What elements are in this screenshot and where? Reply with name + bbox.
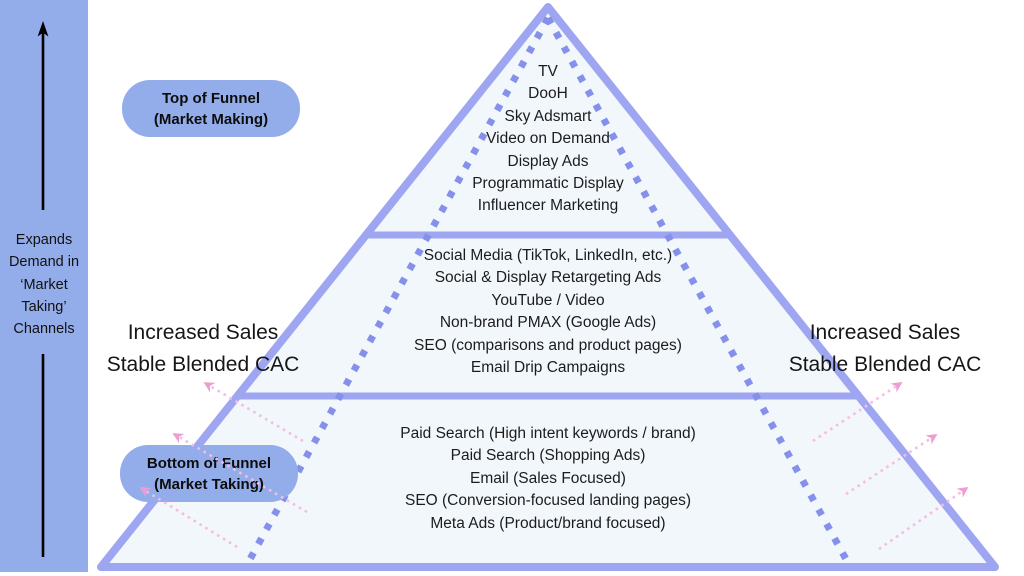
left-note: Increased Sales Stable Blended CAC [107,317,300,381]
sidebar-label-line: Expands [15,232,73,248]
channel-item: TV [538,63,558,80]
channel-item: SEO (Conversion-focused landing pages) [404,492,692,510]
sidebar-arrow-graphic [37,21,49,557]
channel-item: Paid Search (Shopping Ads) [450,447,646,465]
channel-item: Display Ads [507,152,589,170]
note-line: Stable Blended CAC [788,353,982,376]
channel-item: Video on Demand [486,130,610,148]
channel-item: Programmatic Display [472,175,624,193]
pill-line: Bottom of Funnel [146,454,272,472]
pill-line: (Market Taking) [154,475,264,493]
note-line: Increased Sales [127,321,279,344]
top-of-funnel-pill: Top of Funnel (Market Making) [122,80,300,137]
channel-item: YouTube / Video [491,291,605,309]
channel-item: Email Drip Campaigns [470,359,626,377]
sidebar-label-line: Taking’ [21,298,67,315]
sidebar-label-line: ‘Market [20,276,68,293]
channel-item: Social & Display Retargeting Ads [434,269,662,287]
channel-item: Email (Sales Focused) [470,469,626,487]
note-line: Increased Sales [809,321,961,344]
sidebar-label-line: Channels [13,321,75,338]
tier-bottom-of-funnel-list: Paid Search (High intent keywords / bran… [400,423,696,535]
sidebar-label-line: Demand in [8,254,80,271]
up-arrow-icon [37,21,49,37]
right-note: Increased Sales Stable Blended CAC [789,317,982,381]
channel-item: DooH [528,85,568,103]
expands-demand-sidebar: Expands Demand in ‘Market Taking’ Channe… [0,0,88,572]
channel-item: SEO (comparisons and product pages) [414,336,682,354]
channel-item: Influencer Marketing [477,197,619,215]
sidebar-label: Expands Demand in ‘Market Taking’ Channe… [0,229,88,340]
tier-middle-of-funnel-list: Social Media (TikTok, LinkedIn, etc.) So… [414,245,682,379]
channel-item: Sky Adsmart [504,107,592,125]
bottom-of-funnel-pill: Bottom of Funnel (Market Taking) [120,445,298,502]
channel-item: Meta Ads (Product/brand focused) [430,514,666,532]
tier-top-of-funnel-list: TV DooH Sky Adsmart Video on Demand Disp… [472,61,624,218]
pill-line: Top of Funnel [161,89,261,107]
channel-item: Social Media (TikTok, LinkedIn, etc.) [423,247,673,264]
inner-dashed-edge-right [544,16,851,563]
note-line: Stable Blended CAC [106,353,300,376]
pill-line: (Market Making) [153,110,269,128]
channel-item: Non-brand PMAX (Google Ads) [439,314,657,332]
channel-item: Paid Search (High intent keywords / bran… [400,425,696,442]
